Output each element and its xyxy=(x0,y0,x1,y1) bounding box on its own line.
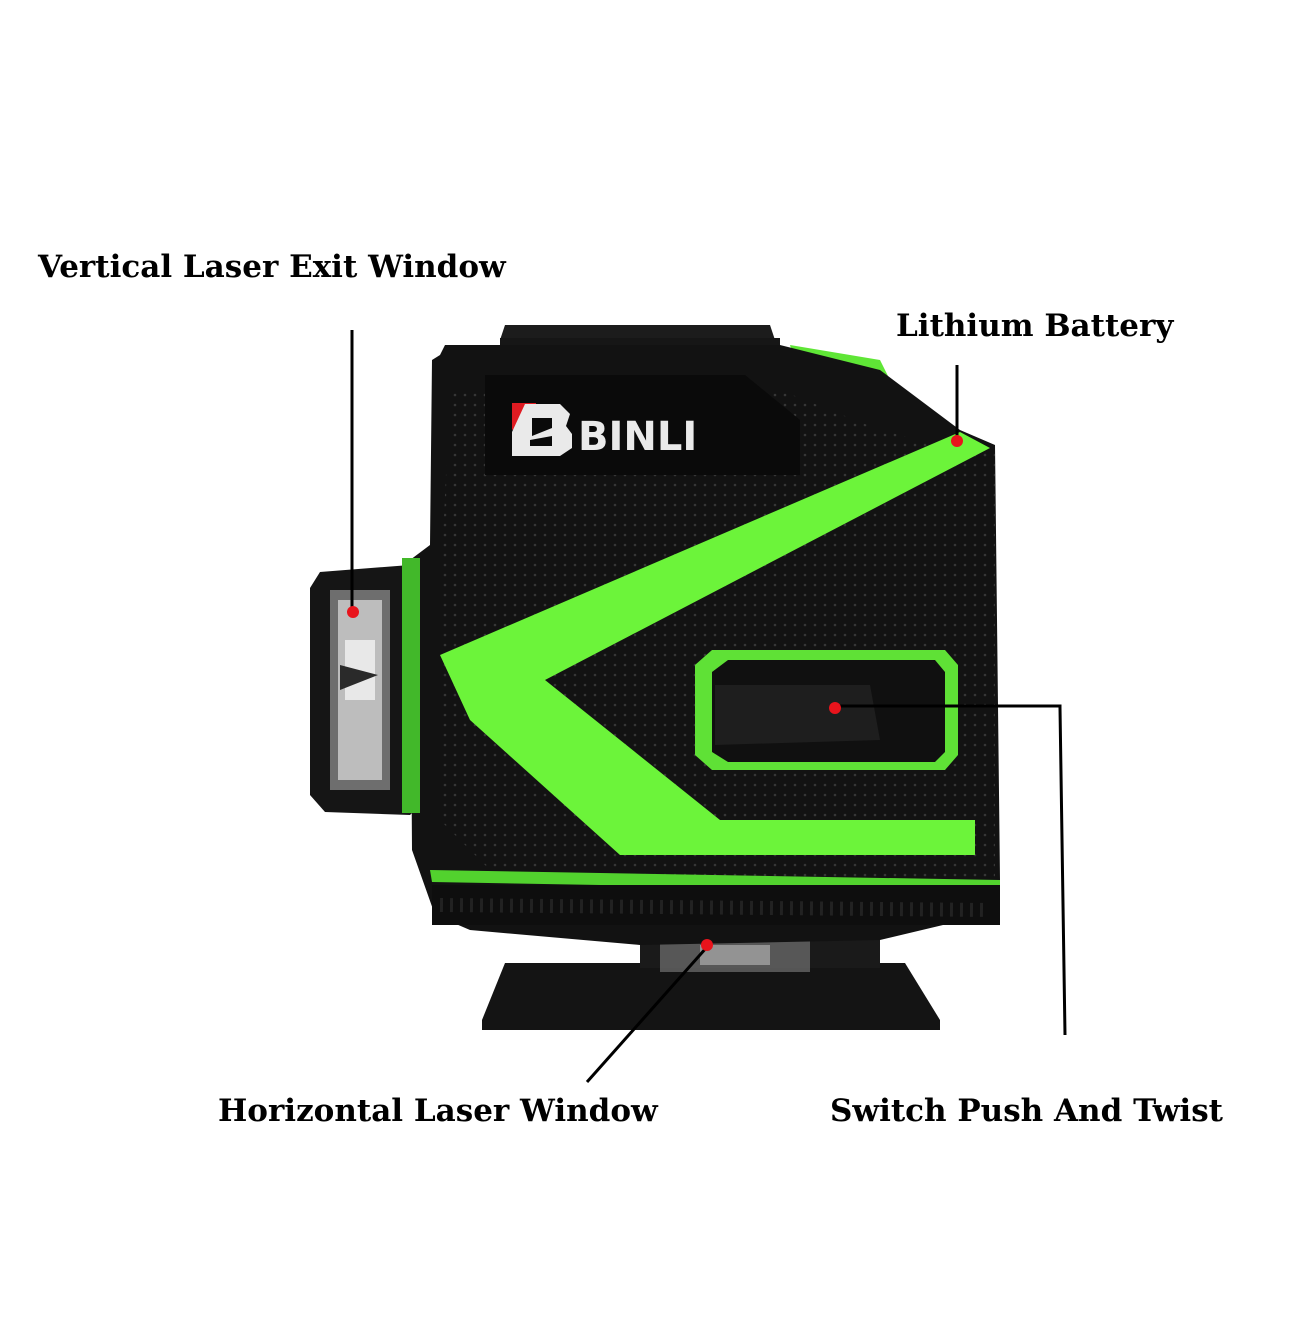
device-body xyxy=(410,345,1000,945)
brand-wordmark: BINLI xyxy=(578,414,697,460)
binli-logo-icon xyxy=(512,403,572,456)
leader-switch xyxy=(836,704,1067,1036)
leader-lines xyxy=(350,330,1067,1083)
switch-knob[interactable] xyxy=(695,650,958,770)
marker-vertical-window xyxy=(347,606,359,618)
leader-horizontal-window xyxy=(585,946,709,1083)
callout-horizontal-window: Horizontal Laser Window xyxy=(218,1093,658,1129)
callout-battery: Lithium Battery xyxy=(896,308,1174,344)
markers xyxy=(347,435,963,951)
marker-switch xyxy=(829,702,841,714)
callout-vertical-window: Vertical Laser Exit Window xyxy=(38,249,506,285)
callout-switch: Switch Push And Twist xyxy=(830,1093,1223,1129)
vertical-window-housing xyxy=(310,558,420,815)
marker-battery xyxy=(951,435,963,447)
marker-horizontal-window xyxy=(701,939,713,951)
